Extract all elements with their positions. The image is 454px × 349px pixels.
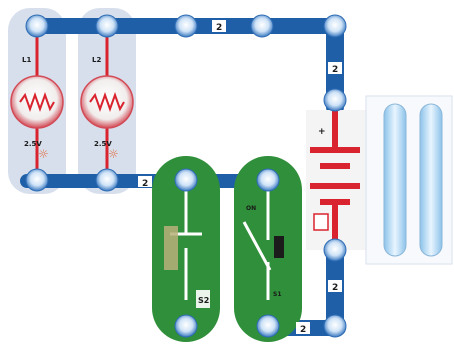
wire-label: 2 bbox=[332, 283, 338, 293]
slide-switch-on-label: ON bbox=[246, 205, 256, 212]
lamp-1-filament bbox=[19, 92, 55, 112]
snap-connector[interactable] bbox=[95, 14, 119, 38]
battery-tube-1 bbox=[383, 103, 407, 257]
snap-connector[interactable] bbox=[174, 168, 198, 192]
battery-plus-sign: + bbox=[318, 127, 326, 137]
slide-switch-knob[interactable] bbox=[274, 236, 284, 258]
snap-connector[interactable] bbox=[250, 14, 274, 38]
press-switch-label: S2 bbox=[198, 296, 209, 305]
slide-switch-code-label: S1 bbox=[273, 291, 282, 298]
press-switch-label-box bbox=[196, 290, 210, 308]
lamp-2-filament bbox=[89, 92, 125, 112]
wire-label-box bbox=[328, 280, 342, 292]
wire-label: 2 bbox=[142, 179, 148, 189]
snap-connector[interactable] bbox=[256, 314, 280, 338]
wire-label-box bbox=[138, 176, 152, 187]
lamp-2-light-icon: ☼ bbox=[108, 147, 119, 161]
snap-connector[interactable] bbox=[95, 168, 119, 192]
wire-label: 2 bbox=[300, 325, 306, 335]
battery-tube-2 bbox=[419, 103, 443, 257]
wire-label-box bbox=[328, 62, 342, 74]
snap-connector[interactable] bbox=[174, 314, 198, 338]
snap-connector[interactable] bbox=[25, 14, 49, 38]
snap-connector[interactable] bbox=[323, 314, 347, 338]
wire-labels: 2 2 2 2 2 bbox=[138, 20, 342, 335]
lamp-1-light-icon: ☼ bbox=[38, 147, 49, 161]
wire-label-box bbox=[212, 20, 226, 32]
snap-connector[interactable] bbox=[323, 14, 347, 38]
lamp-1-code: L1 bbox=[22, 56, 31, 64]
snap-connector[interactable] bbox=[256, 168, 280, 192]
snap-connector[interactable] bbox=[323, 238, 347, 262]
wire-label: 2 bbox=[332, 65, 338, 75]
wire-label-box bbox=[296, 322, 310, 334]
wire-label: 2 bbox=[216, 23, 222, 33]
lamp-2-code: L2 bbox=[92, 56, 101, 64]
lamp-2-voltage: 2.5V bbox=[94, 140, 112, 148]
snap-connector[interactable] bbox=[323, 88, 347, 112]
snap-connectors bbox=[25, 14, 347, 338]
lamp-1-voltage: 2.5V bbox=[24, 140, 42, 148]
snap-connector[interactable] bbox=[174, 14, 198, 38]
press-switch-button[interactable] bbox=[164, 226, 178, 270]
slide-switch-blade bbox=[242, 221, 272, 271]
battery-label-box bbox=[313, 213, 329, 231]
slide-switch-board[interactable] bbox=[234, 156, 302, 342]
snap-connector[interactable] bbox=[25, 168, 49, 192]
